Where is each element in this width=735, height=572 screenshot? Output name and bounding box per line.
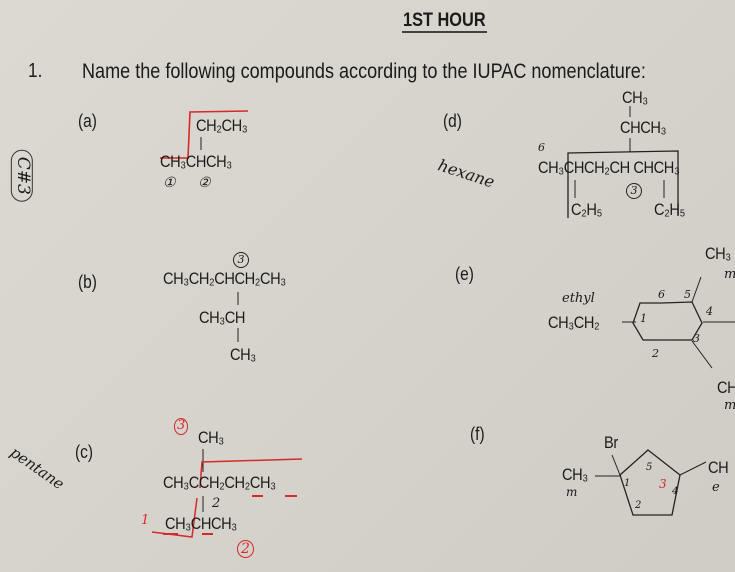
c-mark-1: 1 bbox=[141, 513, 150, 528]
f-num-4: 4 bbox=[672, 486, 679, 497]
e-top: CH₃ bbox=[705, 244, 731, 263]
e-mark-bottom: m bbox=[724, 398, 735, 414]
label-a: (a) bbox=[78, 111, 97, 131]
f-bond bbox=[611, 454, 621, 476]
c-branch: CH₃CHCH₃ bbox=[165, 514, 237, 533]
d-mark-6: 6 bbox=[538, 141, 545, 154]
d-chain: CH₃CHCH₂CH CHCH₃ bbox=[538, 158, 680, 177]
c-mark-3: 3 bbox=[174, 418, 189, 435]
f-mark-e: e bbox=[712, 480, 720, 495]
a-mark-1: ① bbox=[163, 175, 176, 191]
d-top2: CHCH₃ bbox=[620, 118, 667, 137]
page-title: 1ST HOUR bbox=[403, 10, 486, 31]
label-d: (d) bbox=[443, 111, 462, 131]
e-num-5: 5 bbox=[684, 288, 691, 301]
d-mark-3: 3 bbox=[626, 180, 642, 199]
margin-note: C#3 bbox=[11, 149, 33, 202]
cyclohexane-ring bbox=[632, 301, 703, 341]
b-mark-circle: 3 bbox=[233, 252, 249, 268]
e-substituent: CH₃CH₂ bbox=[548, 313, 600, 332]
b-branch: CH₃CH bbox=[199, 308, 246, 327]
e-num-3: 3 bbox=[693, 332, 700, 345]
question-text: Name the following compounds according t… bbox=[82, 60, 646, 83]
f-right: CH bbox=[708, 458, 729, 477]
f-num-1: 1 bbox=[624, 478, 631, 489]
f-num-2: 2 bbox=[635, 500, 642, 511]
e-bond bbox=[691, 340, 713, 369]
e-note: ethyl bbox=[562, 291, 595, 306]
f-bond bbox=[679, 461, 707, 476]
b-end: CH₃ bbox=[230, 345, 256, 364]
f-mark-m: m bbox=[566, 485, 578, 499]
question-number: 1. bbox=[28, 60, 43, 82]
red-chain-bracket-a bbox=[160, 110, 249, 159]
c-top: CH₃ bbox=[198, 428, 224, 447]
e-num-6: 6 bbox=[658, 288, 665, 301]
e-bottom: CH bbox=[717, 378, 735, 397]
cyclopentane-ring bbox=[619, 449, 681, 516]
red-chain-bracket-c bbox=[199, 458, 303, 489]
e-bond bbox=[691, 276, 702, 303]
f-br: Br bbox=[604, 433, 618, 452]
e-num-4: 4 bbox=[706, 305, 713, 318]
f-left: CH₃ bbox=[562, 465, 588, 484]
d-mark-3-circle: 3 bbox=[626, 183, 642, 199]
label-c: (c) bbox=[75, 442, 94, 462]
label-b: (b) bbox=[78, 272, 97, 292]
b-chain: CH₃CH₂CHCH₂CH₃ bbox=[163, 269, 286, 288]
e-num-2: 2 bbox=[652, 347, 659, 360]
label-f: (f) bbox=[470, 424, 485, 444]
a-mark-2: ② bbox=[198, 175, 211, 191]
d-chain-bracket bbox=[567, 150, 679, 218]
f-num-5: 5 bbox=[646, 462, 653, 473]
e-mark-top: m bbox=[724, 267, 735, 283]
f-num-3: 3 bbox=[659, 477, 667, 491]
d-sub1: C₂H₅ bbox=[571, 200, 602, 219]
a-branch: CH₂CH₃ bbox=[196, 116, 248, 135]
d-top1: CH₃ bbox=[622, 88, 648, 107]
b-mark: 3 bbox=[233, 249, 249, 268]
e-num-1: 1 bbox=[640, 312, 647, 325]
c-chain: CH₃CCH₂CH₂CH₃ bbox=[163, 473, 276, 492]
label-e: (e) bbox=[455, 264, 474, 284]
c-mark-2-inline: 2 bbox=[212, 496, 221, 511]
a-chain: CH₃CHCH₃ bbox=[160, 152, 232, 171]
c-mark-2: 2 bbox=[237, 540, 254, 559]
d-sub2: C₂H₅ bbox=[654, 200, 685, 219]
